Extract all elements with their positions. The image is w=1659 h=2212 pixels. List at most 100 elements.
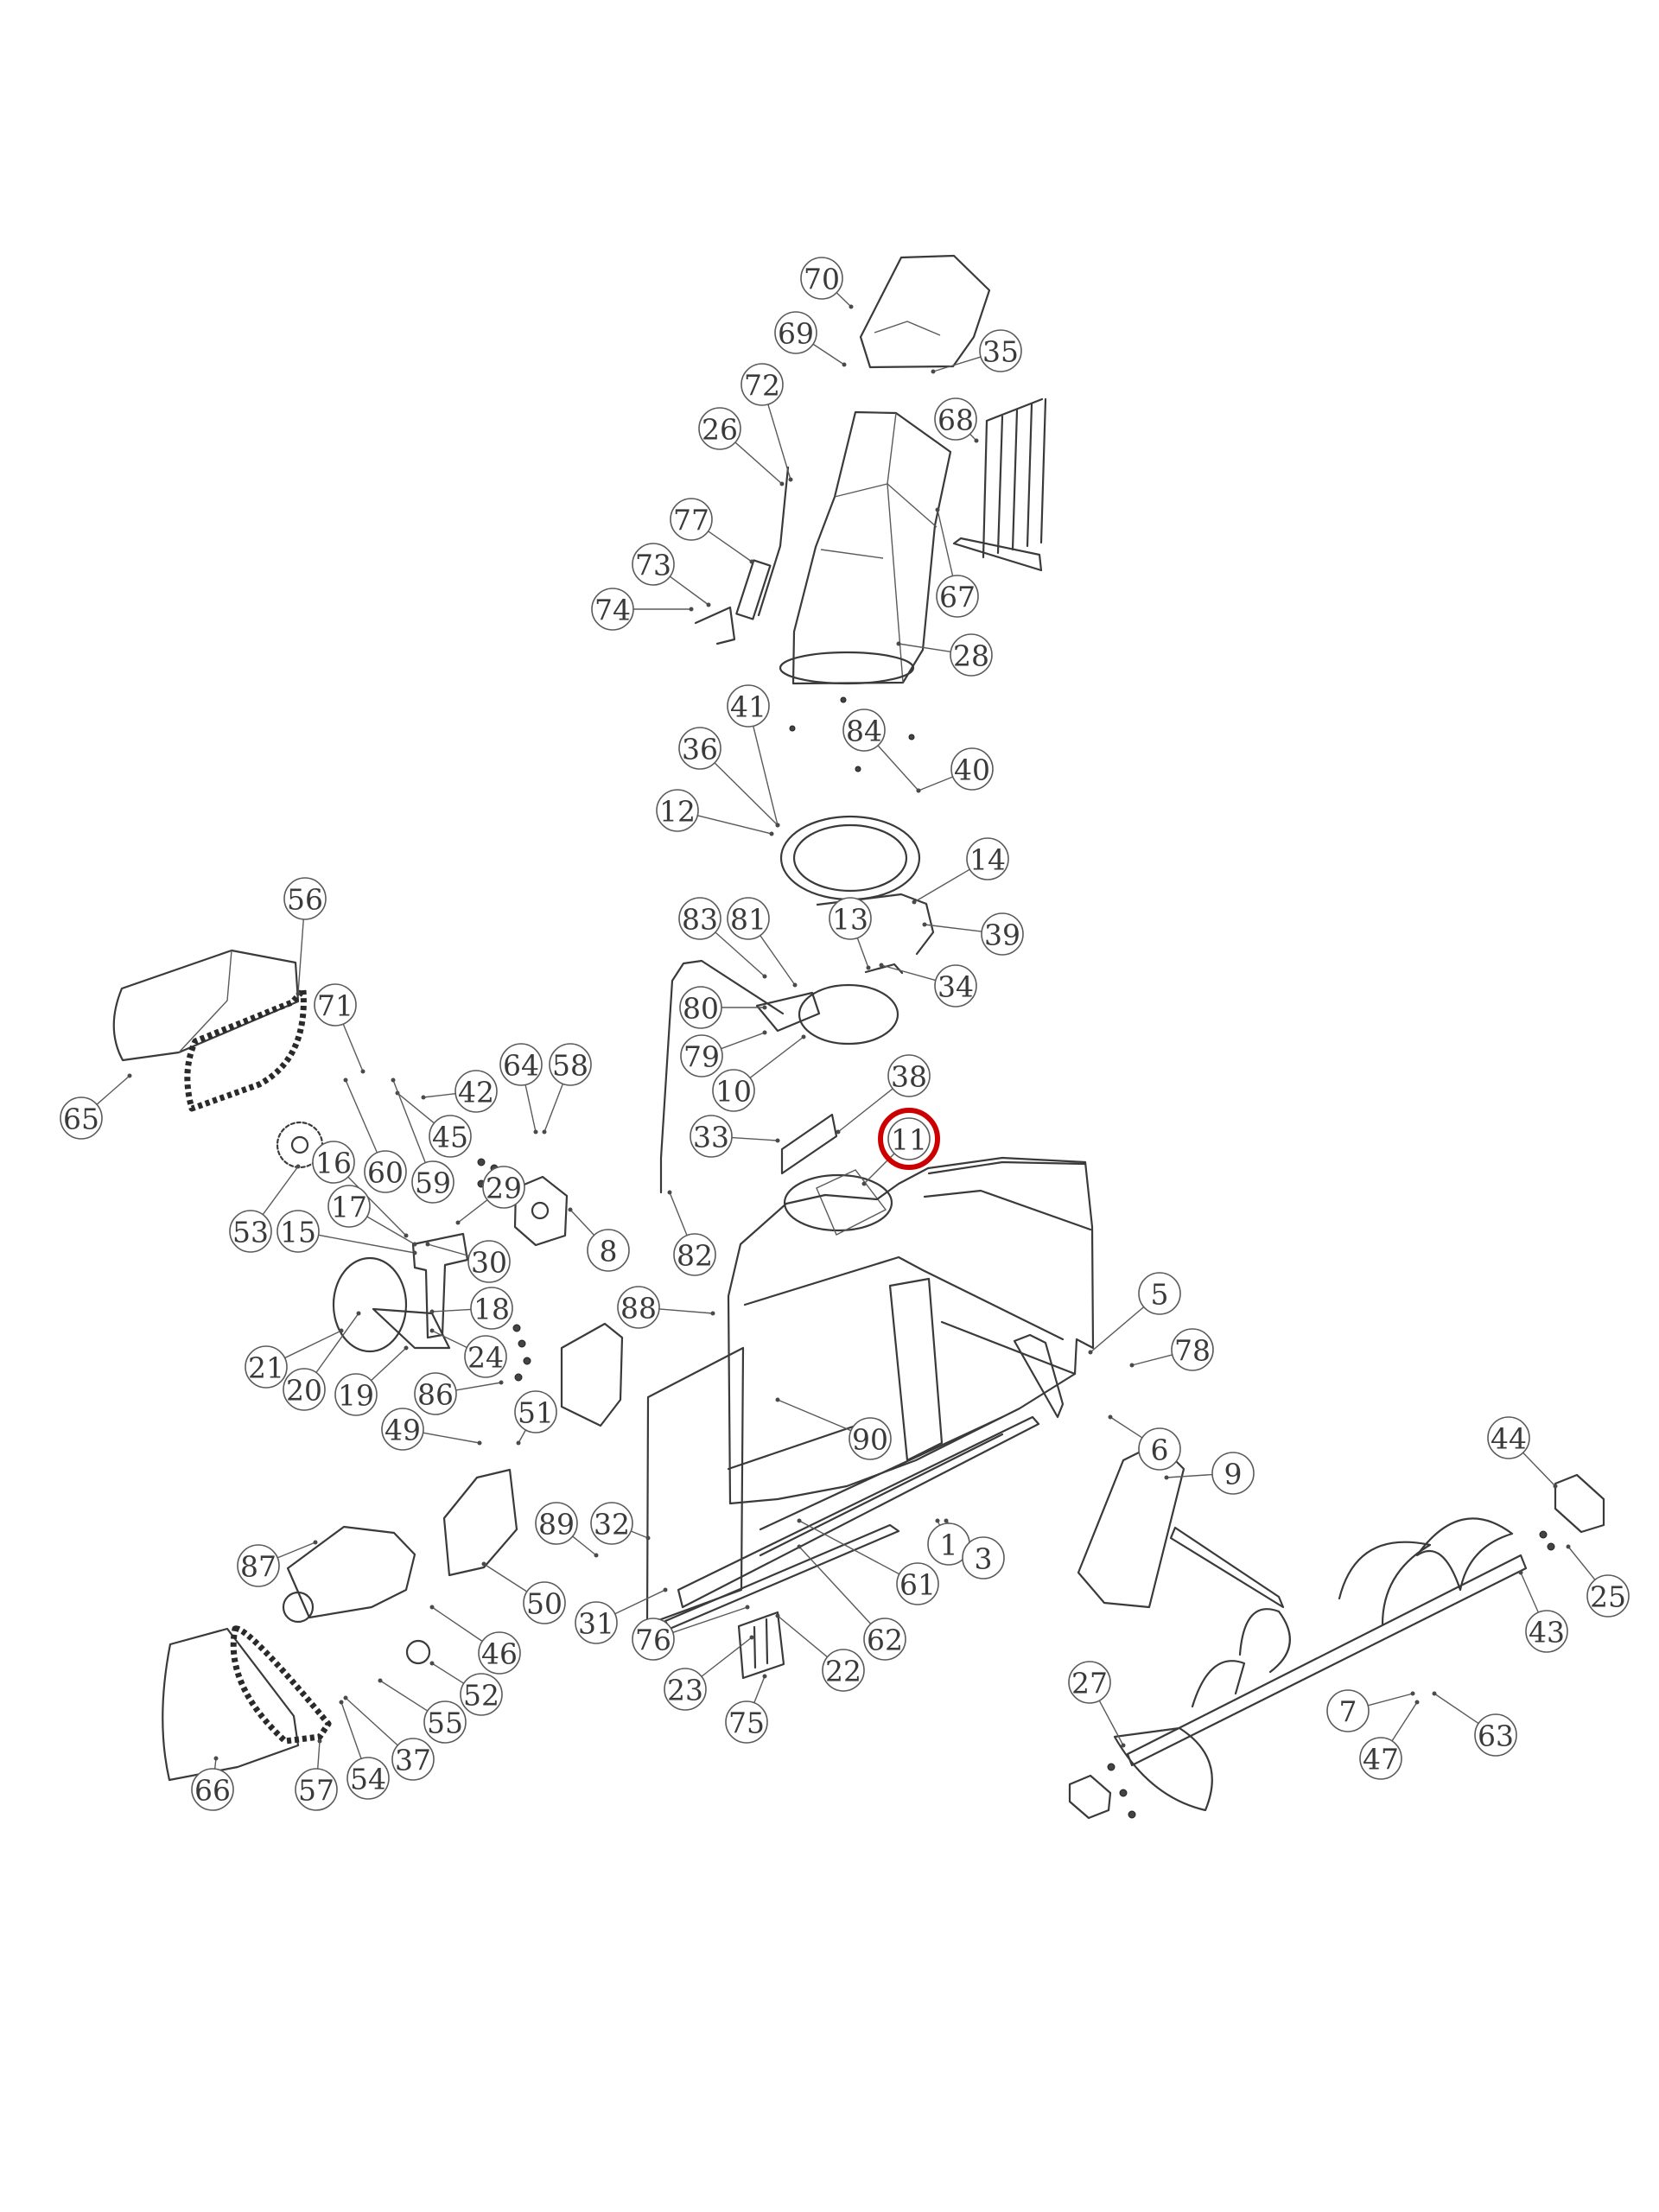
callout-number-28: 28 bbox=[953, 639, 989, 673]
callout-number-21: 21 bbox=[248, 1351, 284, 1385]
callout-circle-33 bbox=[690, 1115, 733, 1158]
callout-circle-31 bbox=[575, 1601, 618, 1644]
leader-tip-28 bbox=[896, 641, 901, 646]
callout-number-11: 11 bbox=[891, 1123, 927, 1157]
callout-number-46: 46 bbox=[481, 1637, 518, 1671]
callout-circle-71 bbox=[314, 983, 357, 1027]
leader-tip-22 bbox=[775, 1613, 780, 1618]
leader-line-45 bbox=[397, 1092, 435, 1124]
callout-circle-90 bbox=[849, 1417, 892, 1460]
callout-number-5: 5 bbox=[1151, 1278, 1169, 1312]
callout-number-25: 25 bbox=[1590, 1580, 1626, 1614]
callout-60: 60 bbox=[364, 1150, 407, 1193]
callout-circle-19 bbox=[334, 1373, 378, 1416]
callout-circle-80 bbox=[679, 986, 722, 1029]
callout-number-40: 40 bbox=[954, 753, 990, 787]
leader-tip-21 bbox=[339, 1328, 344, 1333]
leader-line-55 bbox=[379, 1680, 429, 1712]
callout-circle-3 bbox=[962, 1536, 1005, 1580]
callout-number-58: 58 bbox=[552, 1049, 588, 1083]
callout-6: 6 bbox=[1138, 1427, 1181, 1471]
callout-number-12: 12 bbox=[659, 795, 696, 829]
leader-line-50 bbox=[483, 1563, 528, 1592]
callout-27: 27 bbox=[1068, 1661, 1111, 1704]
callout-1: 1 bbox=[927, 1522, 970, 1566]
callout-number-78: 78 bbox=[1174, 1334, 1211, 1368]
leader-line-12 bbox=[697, 815, 772, 835]
leader-line-62 bbox=[798, 1546, 872, 1624]
callout-circle-25 bbox=[1586, 1574, 1630, 1618]
callout-circle-53 bbox=[229, 1210, 272, 1253]
callout-circle-42 bbox=[454, 1070, 498, 1113]
leader-tip-62 bbox=[797, 1544, 802, 1549]
callout-number-19: 19 bbox=[338, 1379, 374, 1413]
leader-line-14 bbox=[913, 868, 970, 903]
callout-33: 33 bbox=[690, 1115, 733, 1158]
callout-number-15: 15 bbox=[280, 1216, 316, 1249]
leader-tip-80 bbox=[762, 1005, 767, 1010]
callout-15: 15 bbox=[276, 1210, 320, 1253]
callout-3: 3 bbox=[962, 1536, 1005, 1580]
callout-number-9: 9 bbox=[1224, 1458, 1243, 1491]
callout-5: 5 bbox=[1138, 1272, 1181, 1315]
callout-circle-11 bbox=[887, 1117, 931, 1160]
callout-circle-41 bbox=[727, 684, 770, 728]
callout-number-33: 33 bbox=[693, 1121, 729, 1154]
callout-number-50: 50 bbox=[526, 1587, 563, 1621]
callout-44: 44 bbox=[1487, 1416, 1530, 1459]
callout-number-17: 17 bbox=[331, 1191, 367, 1224]
leader-line-82 bbox=[669, 1192, 688, 1236]
callout-circle-16 bbox=[312, 1141, 355, 1184]
callout-number-73: 73 bbox=[635, 549, 671, 582]
gearbox-part bbox=[286, 1525, 416, 1619]
deflector-part bbox=[859, 254, 991, 369]
callout-circle-51 bbox=[514, 1390, 557, 1433]
callout-circle-83 bbox=[678, 897, 721, 940]
leader-line-29 bbox=[457, 1199, 488, 1224]
callout-circle-84 bbox=[842, 709, 886, 752]
leader-tip-24 bbox=[429, 1328, 435, 1333]
callout-9: 9 bbox=[1211, 1452, 1255, 1495]
leader-tip-1 bbox=[935, 1518, 940, 1523]
callout-42: 42 bbox=[454, 1070, 498, 1113]
callout-number-23: 23 bbox=[667, 1674, 703, 1707]
leader-line-19 bbox=[371, 1347, 407, 1382]
leader-line-56 bbox=[297, 918, 304, 995]
leader-tip-15 bbox=[412, 1250, 417, 1255]
callout-number-51: 51 bbox=[518, 1396, 554, 1430]
callout-circle-14 bbox=[966, 837, 1009, 880]
callout-16: 16 bbox=[312, 1141, 355, 1184]
callout-7: 7 bbox=[1326, 1689, 1370, 1732]
leader-tip-67 bbox=[935, 507, 940, 512]
callout-77: 77 bbox=[670, 498, 713, 541]
callout-number-36: 36 bbox=[682, 733, 718, 766]
leader-line-26 bbox=[734, 442, 783, 485]
bracket-part bbox=[780, 1113, 838, 1175]
leader-line-60 bbox=[345, 1079, 378, 1154]
callout-number-71: 71 bbox=[317, 989, 353, 1023]
leader-tip-65 bbox=[127, 1073, 132, 1078]
callout-8: 8 bbox=[587, 1229, 630, 1272]
callout-36: 36 bbox=[678, 727, 721, 770]
shield-part bbox=[442, 1468, 518, 1577]
callout-38: 38 bbox=[887, 1054, 931, 1097]
callout-19: 19 bbox=[334, 1373, 378, 1416]
leader-tip-18 bbox=[429, 1309, 435, 1314]
callout-circle-78 bbox=[1171, 1328, 1214, 1371]
callout-number-81: 81 bbox=[730, 903, 766, 937]
leader-line-15 bbox=[318, 1234, 416, 1254]
callout-40: 40 bbox=[950, 747, 994, 791]
callout-number-13: 13 bbox=[832, 903, 868, 937]
callout-circle-26 bbox=[698, 407, 741, 450]
leader-tip-47 bbox=[1414, 1700, 1420, 1705]
callout-82: 82 bbox=[673, 1233, 716, 1276]
callout-30: 30 bbox=[467, 1240, 511, 1283]
callout-circle-77 bbox=[670, 498, 713, 541]
leader-line-25 bbox=[1567, 1546, 1596, 1580]
lower-belt-cover-part bbox=[162, 1627, 300, 1782]
callout-73: 73 bbox=[632, 543, 675, 586]
callout-number-66: 66 bbox=[194, 1774, 231, 1808]
leader-line-41 bbox=[753, 726, 779, 826]
leader-line-75 bbox=[753, 1675, 766, 1703]
